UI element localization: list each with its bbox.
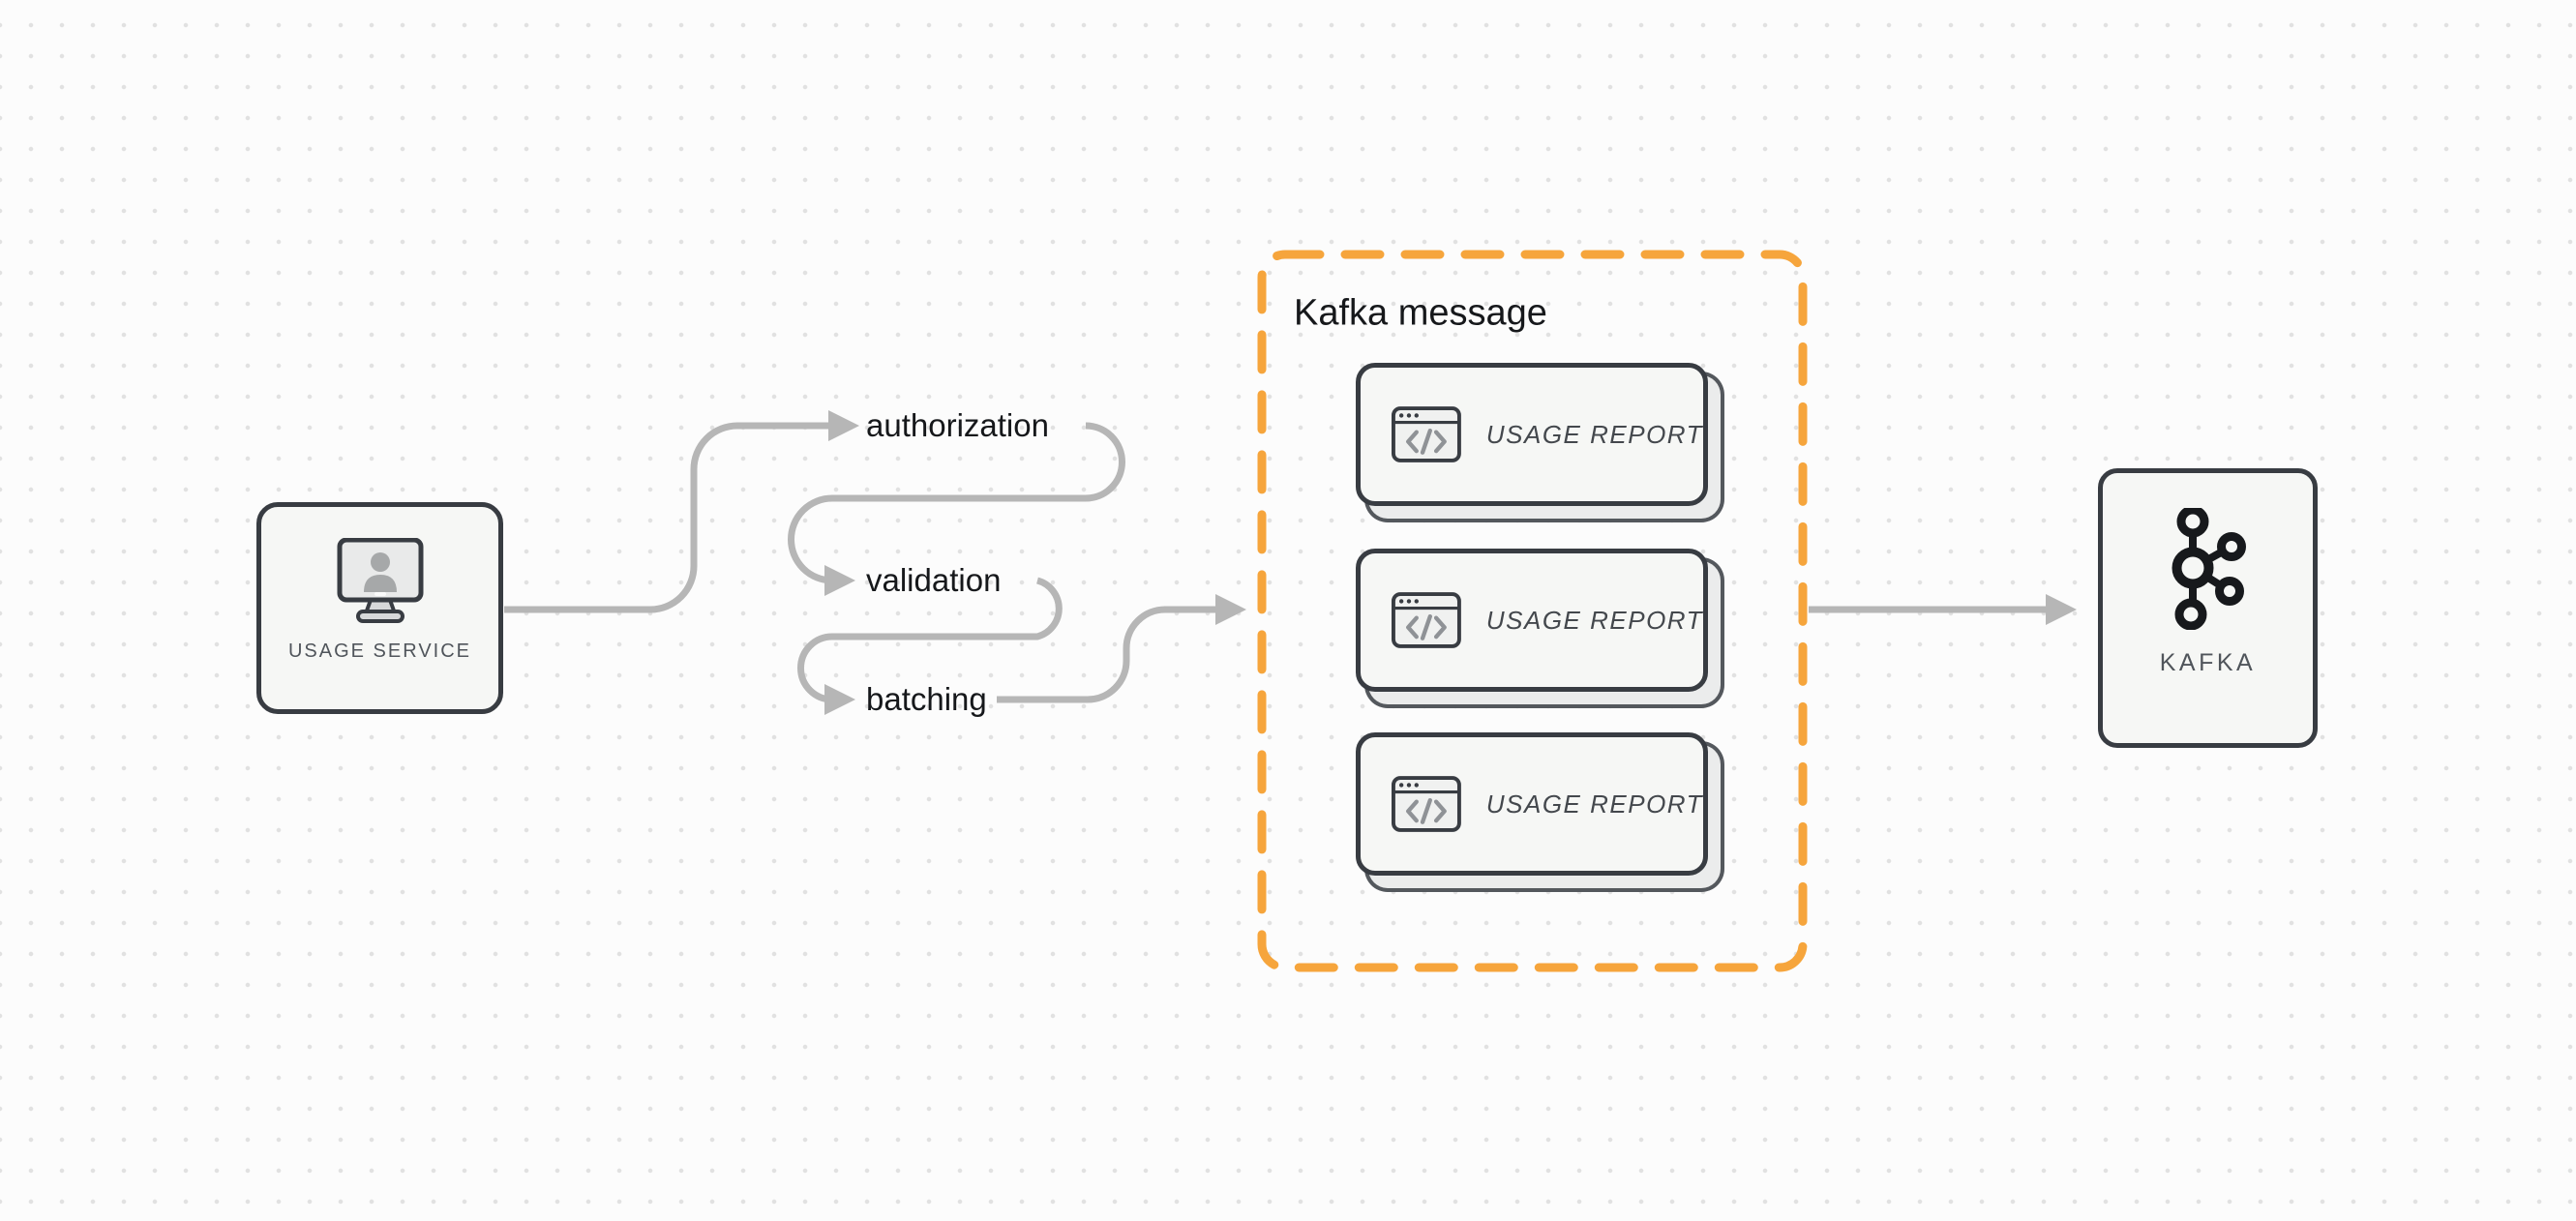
arrowhead-icon xyxy=(1215,594,1246,625)
node-usage-service: USAGE SERVICE xyxy=(256,502,503,714)
code-window-icon xyxy=(1392,592,1461,648)
usage-report-label: USAGE REPORT xyxy=(1485,419,1703,449)
usage-report-card: USAGE REPORT xyxy=(1356,732,1708,876)
connector-validation-to-batching xyxy=(797,577,1063,703)
arrowhead-icon xyxy=(2046,594,2077,625)
pipeline-step-validation: validation xyxy=(866,562,1002,598)
pipeline-step-batching: batching xyxy=(866,681,987,717)
usage-report-label: USAGE REPORT xyxy=(1485,605,1703,635)
kafka-message-group-border xyxy=(1257,250,1808,972)
usage-report-card: USAGE REPORT xyxy=(1356,549,1708,692)
code-window-icon xyxy=(1392,776,1461,832)
connector-usage-to-authorization xyxy=(504,422,828,613)
usage-report-card: USAGE REPORT xyxy=(1356,363,1708,506)
kafka-label: KAFKA xyxy=(2159,649,2257,676)
usage-report-label: USAGE REPORT xyxy=(1485,789,1703,819)
arrowhead-icon xyxy=(824,565,855,596)
arrowhead-icon xyxy=(828,410,859,441)
usage-service-label: USAGE SERVICE xyxy=(287,640,472,662)
kafka-message-group-title: Kafka message xyxy=(1294,292,1547,334)
connector-authorization-to-validation xyxy=(788,422,1125,584)
monitor-user-icon xyxy=(337,538,423,623)
kafka-logo-icon xyxy=(2172,508,2246,630)
code-window-icon xyxy=(1392,406,1461,462)
pipeline-step-authorization: authorization xyxy=(866,407,1049,443)
arrowhead-icon xyxy=(824,684,855,715)
node-kafka: KAFKA xyxy=(2098,468,2318,748)
connector-batching-to-kafka-message xyxy=(997,606,1215,703)
